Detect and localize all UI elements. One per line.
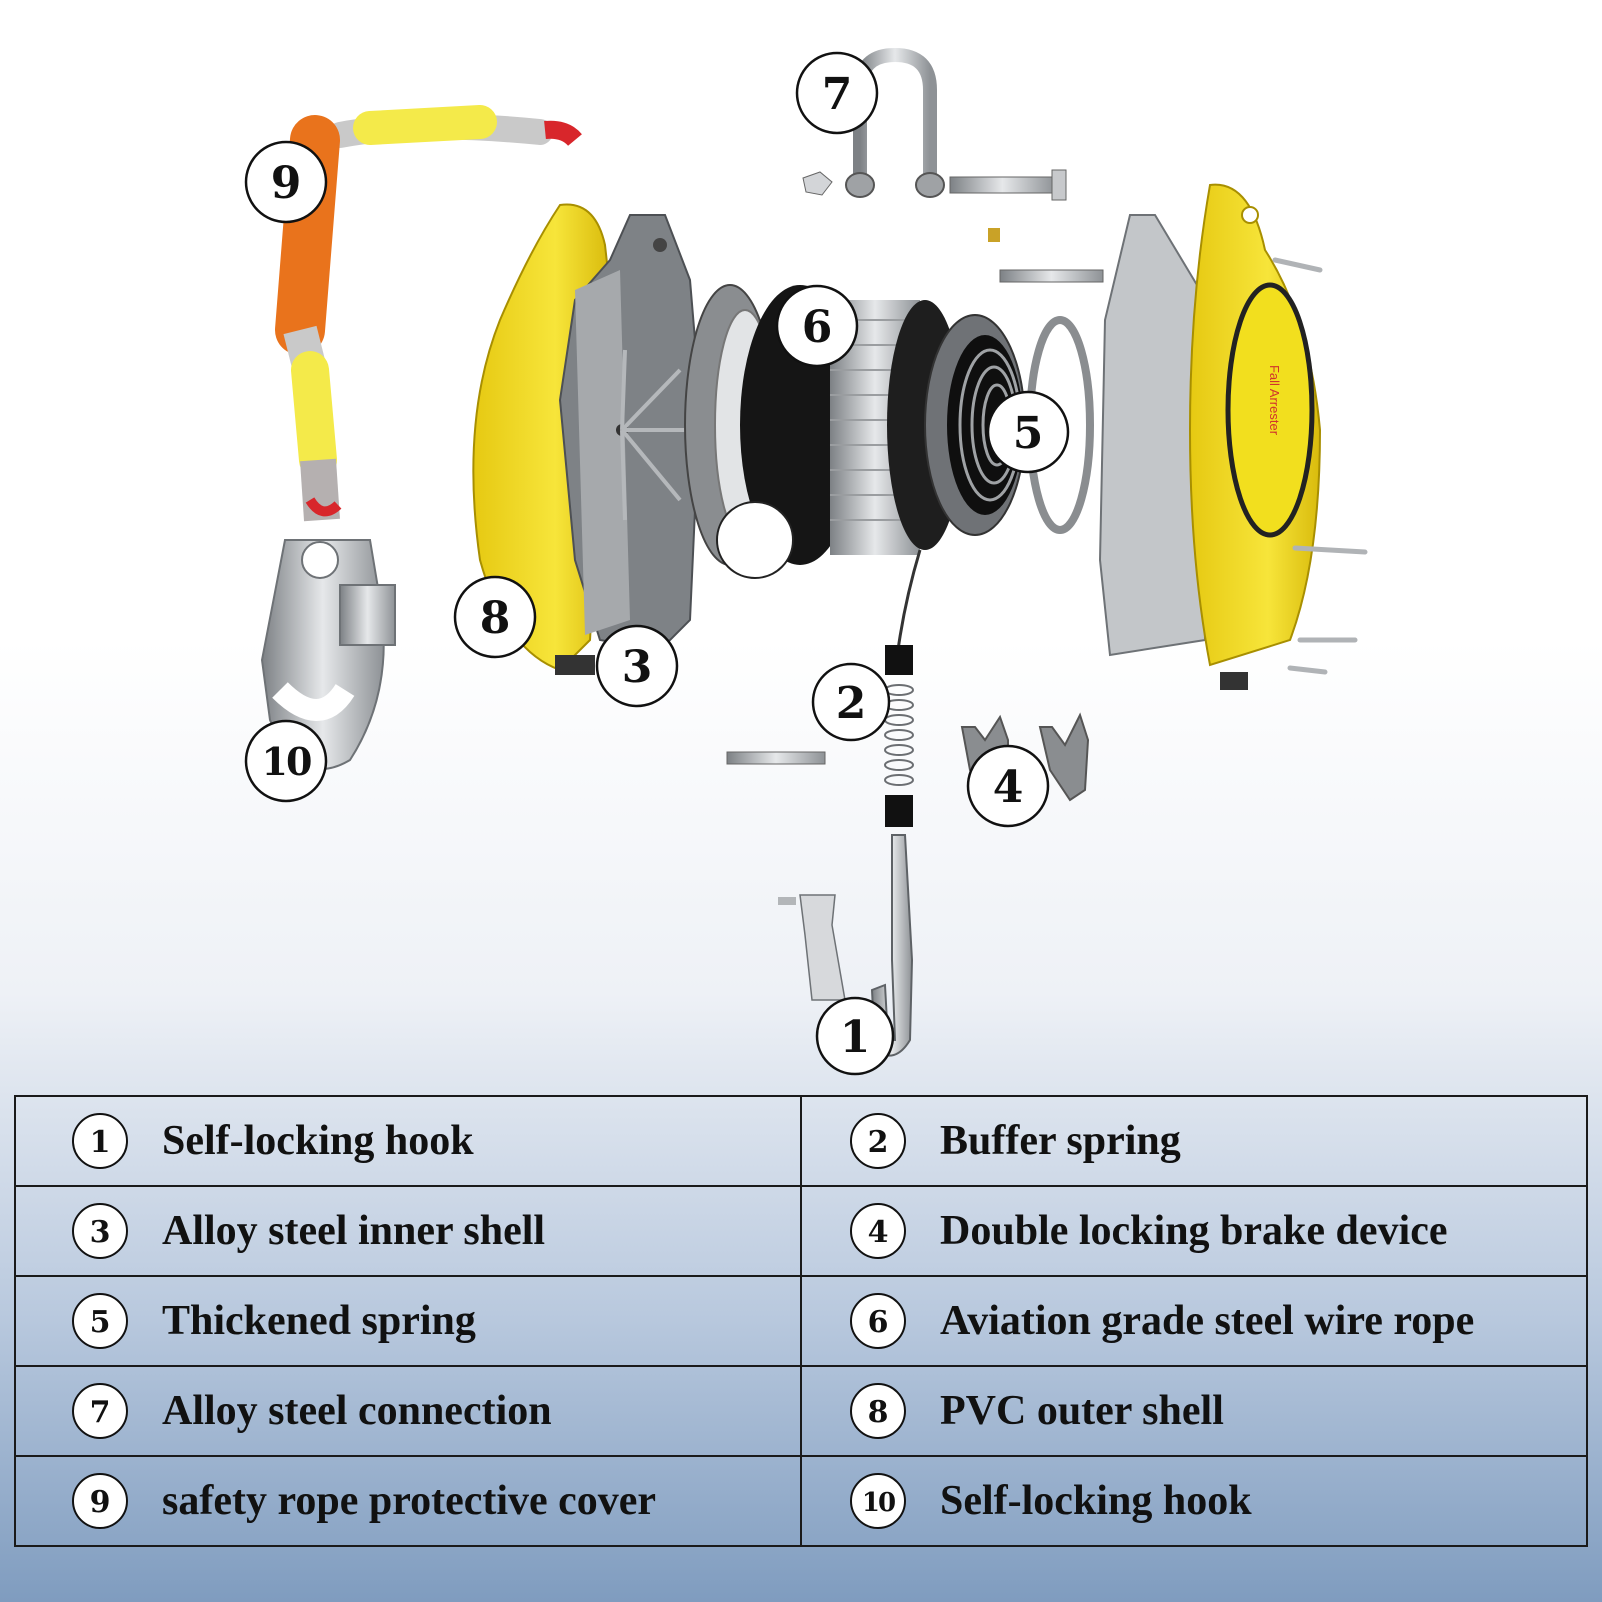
svg-text:4: 4 [993, 762, 1024, 813]
inner-shell [558, 214, 702, 652]
legend-item-3: 3 Alloy steel inner shell [14, 1185, 802, 1277]
callout-10: 10 [244, 719, 328, 803]
exploded-diagram: Fall Arrester [244, 47, 1368, 1076]
legend-number: 5 [72, 1293, 128, 1349]
legend-item-5: 5 Thickened spring [14, 1275, 802, 1367]
product-label-title: Fall Arrester [1267, 365, 1282, 436]
svg-text:7: 7 [822, 69, 853, 120]
legend-item-8: 8 PVC outer shell [800, 1365, 1588, 1457]
legend-label: Alloy steel inner shell [162, 1208, 546, 1254]
legend-label: Self-locking hook [162, 1118, 474, 1164]
legend-item-1: 1 Self-locking hook [14, 1095, 802, 1187]
svg-text:8: 8 [480, 593, 511, 644]
svg-text:2: 2 [836, 678, 867, 729]
callout-6: 6 [775, 284, 859, 368]
legend-item-10: 10 Self-locking hook [800, 1455, 1588, 1547]
legend-number: 2 [850, 1113, 906, 1169]
callout-1: 1 [815, 996, 895, 1076]
hook-bottom [778, 834, 914, 1057]
svg-text:1: 1 [840, 1012, 871, 1063]
legend-label: Double locking brake device [940, 1208, 1448, 1254]
callout-4: 4 [966, 744, 1050, 828]
legend-label: Aviation grade steel wire rope [940, 1298, 1475, 1344]
legend-number: 10 [850, 1473, 906, 1529]
legend-item-2: 2 Buffer spring [800, 1095, 1588, 1187]
legend-label: safety rope protective cover [162, 1478, 657, 1524]
callout-9: 9 [244, 140, 328, 224]
legend-number: 3 [72, 1203, 128, 1259]
legend-item-7: 7 Alloy steel connection [14, 1365, 802, 1457]
legend-number: 8 [850, 1383, 906, 1439]
legend-number: 9 [72, 1473, 128, 1529]
legend-item-4: 4 Double locking brake device [800, 1185, 1588, 1277]
legend-label: PVC outer shell [940, 1388, 1224, 1434]
coil-spring [924, 314, 1094, 536]
legend-label: Self-locking hook [940, 1478, 1252, 1524]
svg-text:5: 5 [1013, 408, 1044, 459]
callout-3: 3 [595, 624, 679, 708]
legend-item-6: 6 Aviation grade steel wire rope [800, 1275, 1588, 1367]
svg-text:6: 6 [802, 302, 833, 353]
callout-8: 8 [453, 575, 537, 659]
outer-shell-right: Fall Arrester [1098, 183, 1368, 690]
legend-label: Alloy steel connection [162, 1388, 552, 1434]
legend-item-9: 9 safety rope protective cover [14, 1455, 802, 1547]
legend-number: 6 [850, 1293, 906, 1349]
legend-label: Buffer spring [940, 1118, 1181, 1164]
legend-number: 1 [72, 1113, 128, 1169]
svg-text:9: 9 [271, 158, 302, 209]
svg-text:10: 10 [262, 739, 311, 784]
legend-number: 7 [72, 1383, 128, 1439]
hook-snap [260, 539, 396, 770]
callout-2: 2 [811, 662, 891, 742]
svg-text:3: 3 [622, 642, 653, 693]
legend-number: 4 [850, 1203, 906, 1259]
buffer-spring [726, 549, 922, 827]
legend-label: Thickened spring [162, 1298, 476, 1344]
callout-7: 7 [795, 51, 879, 135]
callout-5: 5 [986, 390, 1070, 474]
drum-blank-marker [716, 501, 794, 579]
